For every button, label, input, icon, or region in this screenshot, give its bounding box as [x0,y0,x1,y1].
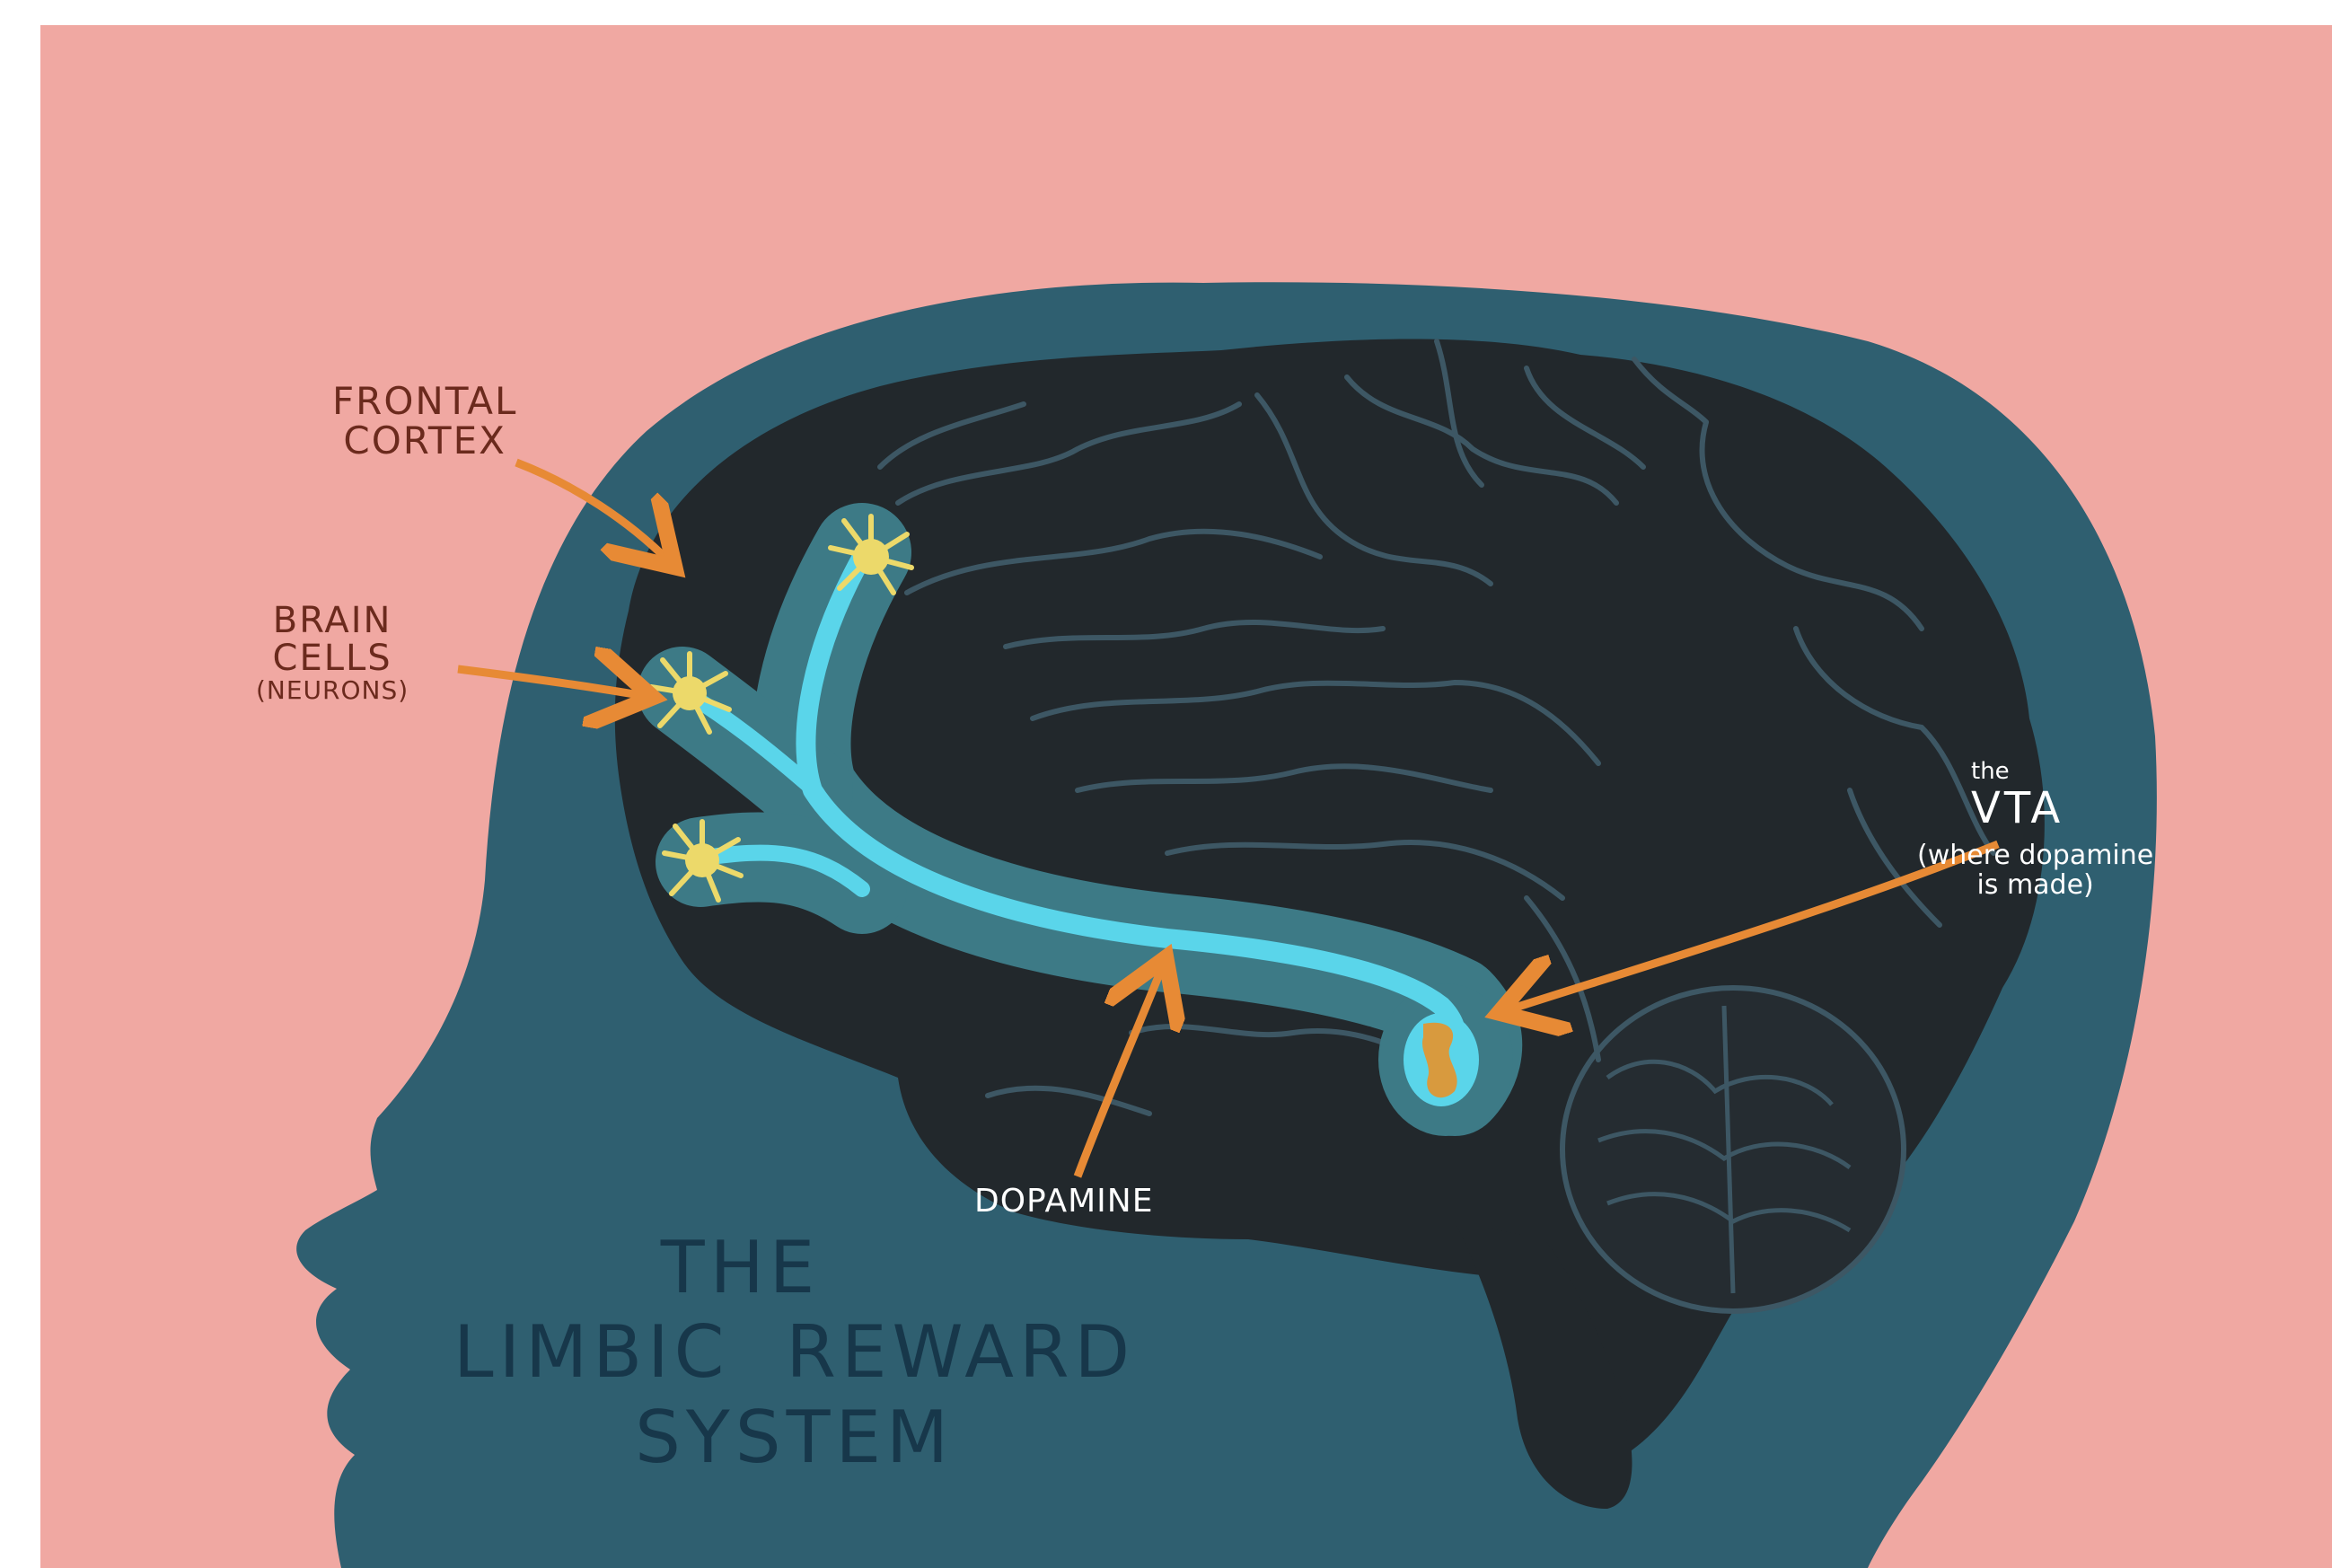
vta-region [1404,1013,1479,1106]
brain-cells-line-3: (NEURONS) [256,677,409,703]
dopamine-label: DOPAMINE [974,1184,1153,1220]
vta-label: the VTA (where dopamine is made) [1917,759,2153,900]
brain-cells-label: BRAIN CELLS (NEURONS) [256,602,409,703]
frontal-cortex-line-2: CORTEX [332,421,517,461]
title-line-3: SYSTEM [453,1396,1135,1480]
frontal-cortex-label: FRONTAL CORTEX [332,382,517,461]
frontal-cortex-line-1: FRONTAL [332,382,517,421]
brain-cells-line-2: CELLS [256,639,409,677]
brain-cells-line-1: BRAIN [256,602,409,639]
title-line-2: LIMBIC REWARD [453,1310,1135,1395]
vta-name: VTA [1917,785,2153,832]
diagram-title: THE LIMBIC REWARD SYSTEM [453,1226,1135,1480]
vta-prefix: the [1917,759,2153,785]
vta-note-line-2: is made) [1917,870,2153,900]
vta-note-line-1: (where dopamine [1917,841,2153,870]
title-line-1: THE [346,1226,1135,1310]
